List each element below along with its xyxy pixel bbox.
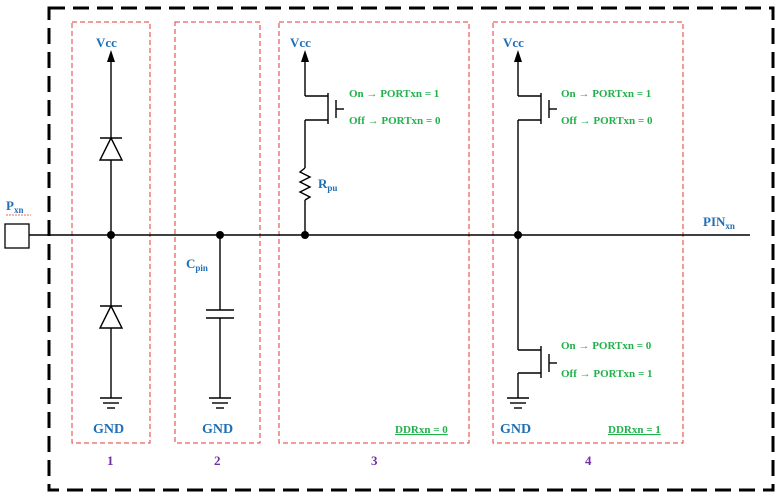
cap-label: Cpin — [186, 256, 208, 273]
gnd-label-2: GND — [202, 422, 233, 437]
section-number-3: 3 — [371, 453, 378, 468]
section-number-4: 4 — [585, 453, 592, 468]
section-2-capacitor — [206, 235, 234, 409]
section-number-2: 2 — [214, 453, 221, 468]
section-box-4 — [492, 21, 684, 444]
section-number-1: 1 — [107, 453, 114, 468]
outer-border — [47, 6, 775, 492]
section-4-pushpull — [507, 60, 557, 409]
section-3-states: On → PORTxn = 1 Off → PORTxn = 0 DDRxn =… — [349, 88, 448, 436]
s4-bot-on-line: On → PORTxn = 0 — [561, 340, 652, 352]
res-label: Rpu — [318, 176, 337, 193]
s3-off-line: Off → PORTxn = 0 — [349, 115, 441, 127]
s4-bot-off-line: Off → PORTxn = 1 — [561, 368, 652, 380]
section-1-diodes — [98, 60, 124, 409]
vcc-label-4: Vcc — [503, 35, 524, 50]
pin-terminal — [4, 223, 30, 249]
vcc-arrow-1 — [107, 50, 115, 62]
pin-out-label: PINxn — [703, 214, 735, 231]
vcc-arrow-4 — [514, 50, 522, 62]
gnd-label-1: GND — [93, 422, 124, 437]
vcc-label-3: Vcc — [290, 35, 311, 50]
section-4-states: On → PORTxn = 1 Off → PORTxn = 0 On → PO… — [561, 88, 661, 436]
pin-label: Pxn — [6, 198, 23, 215]
section-box-3 — [278, 21, 470, 444]
s3-on-line: On → PORTxn = 1 — [349, 88, 439, 100]
gnd-label-4: GND — [500, 422, 531, 437]
vcc-arrow-3 — [301, 50, 309, 62]
s4-top-off-line: Off → PORTxn = 0 — [561, 115, 653, 127]
s4-ddr-label: DDRxn = 1 — [608, 424, 661, 436]
s3-ddr-label: DDRxn = 0 — [395, 424, 448, 436]
section-3-pullup — [298, 60, 344, 235]
section-box-2 — [174, 21, 261, 444]
vcc-label-1: Vcc — [96, 35, 117, 50]
section-box-1 — [71, 21, 151, 444]
s4-top-on-line: On → PORTxn = 1 — [561, 88, 651, 100]
